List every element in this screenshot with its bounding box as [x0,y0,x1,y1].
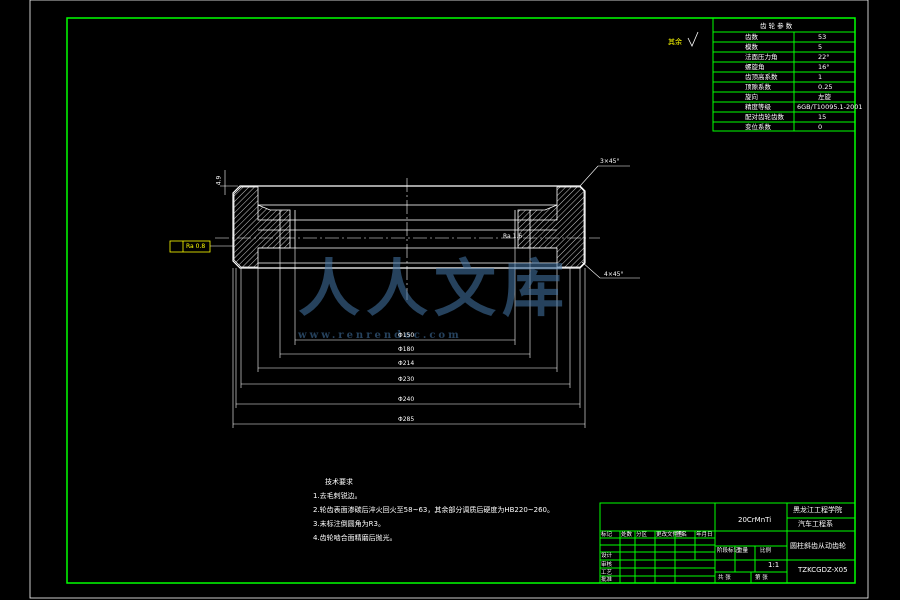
param-label: 变位系数 [745,123,771,131]
gear-section [169,31,699,428]
param-value: 53 [818,33,827,41]
left-callout-box [169,240,211,253]
row-label: 处数 [621,532,633,538]
title-part-name: 圆柱斜齿从动齿轮 [790,542,846,550]
param-value: 16° [818,63,830,71]
param-value: 1 [818,73,823,81]
dim-label: Φ180 [398,346,415,353]
role-label: 工艺 [601,570,613,576]
drawing-frame [66,17,856,584]
dim-label: Φ285 [398,416,415,423]
param-value: 6GB/T10095.1-2001 [797,103,863,111]
stage-label: 重量 [737,548,749,554]
param-value: 15 [818,113,827,121]
param-label: 配对齿轮齿数 [745,113,784,121]
watermark-brand: 人人文库 [298,252,571,325]
left-rim-section [233,186,291,268]
role-label: 审核 [601,562,613,568]
param-value: 0 [818,123,823,131]
title-dept: 汽车工程系 [798,520,833,528]
tech-req-item: 2.轮齿表面渗碳后淬火回火至58~63，其余部分调质后硬度为HB220~260。 [313,506,555,514]
param-table-title: 齿 轮 参 数 [760,22,793,30]
param-value: 5 [818,43,823,51]
param-value: 左旋 [818,93,831,101]
role-label: 设计 [601,553,613,559]
roughness-note: 其余 [668,38,682,46]
stage-label: 阶段标记 [717,548,740,554]
dimension-lines [210,165,640,428]
param-label: 法面压力角 [745,53,778,61]
param-label: 旋向 [745,93,758,101]
sheet-label: 第 张 [755,575,768,581]
param-label: 精度等级 [745,103,771,111]
callout-right: Ra 1.6 [503,233,523,240]
outer-frame [29,0,869,599]
tech-req-item: 1.去毛刺锐边。 [313,492,362,500]
row-label: 签名 [676,532,688,538]
callout-left: Ra 0.8 [186,243,206,250]
dim-left-label: 4.9 [215,175,223,186]
row-label: 标记 [601,532,613,538]
right-rim-section [517,186,585,268]
role-label: 批准 [601,577,613,583]
title-scale: 1:1 [768,561,780,569]
web-section [257,204,558,221]
tech-req-item: 4.齿轮啮合面精磨后抛光。 [313,534,397,542]
stage-label: 比例 [760,548,772,554]
row-label: 年月日 [696,532,713,538]
param-label: 齿数 [745,33,758,41]
row-label: 分区 [636,532,648,538]
param-label: 螺旋角 [745,63,765,71]
watermark-url: www.renrendoc.com [298,330,462,341]
title-drawing-no: TZKCGDZ-X05 [798,566,848,574]
chamfer-bottom-label: 4×45° [604,271,624,278]
dim-label: Φ150 [398,332,415,339]
row-label: 更改文件号 [656,532,684,538]
tech-req-item: 3.未标注倒圆角为R3。 [313,520,385,528]
param-table-grid [712,17,856,132]
param-label: 顶隙系数 [745,83,771,91]
param-label: 模数 [745,43,758,51]
title-block-grid [599,502,856,584]
param-label: 齿顶高系数 [745,73,778,81]
title-material: 20CrMnTi [738,516,772,524]
chamfer-top-label: 3×45° [600,158,620,165]
tech-req-title: 技术要求 [325,478,353,486]
param-value: 0.25 [818,83,833,91]
dim-label: Φ240 [398,396,415,403]
sheet-label: 共 张 [718,575,731,581]
dim-label: Φ214 [398,360,415,367]
dim-label: Φ230 [398,376,415,383]
param-value: 22° [818,53,830,61]
title-school: 黑龙江工程学院 [793,506,842,514]
roughness-symbol [687,31,699,47]
